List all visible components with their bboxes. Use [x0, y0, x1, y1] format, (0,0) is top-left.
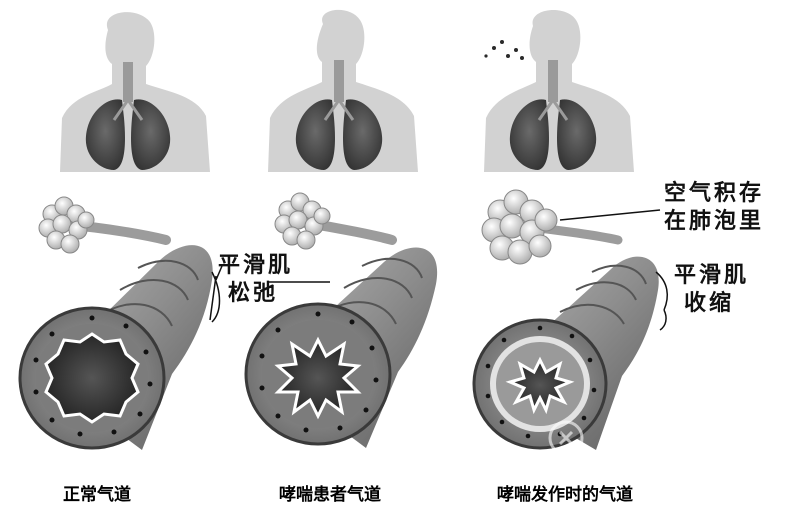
torso-asthma-patient: [268, 9, 418, 173]
breath-dots: [484, 40, 524, 60]
label-relaxed-line2: 松弛: [228, 281, 279, 306]
torso-normal: [60, 12, 210, 172]
label-smooth-muscle-contract: 平滑肌 收缩: [674, 262, 749, 318]
alveoli-cluster: [38, 196, 95, 254]
label-smooth-muscle-relaxed: 平滑肌 松弛: [218, 252, 293, 308]
label-trapped-line2: 在肺泡里: [664, 209, 765, 234]
watermark-logo: [548, 420, 584, 456]
label-air-trapped: 空气积存 在肺泡里: [664, 180, 764, 236]
pointer-lines: [209, 209, 669, 331]
caption-normal-airway: 正常气道: [63, 485, 131, 505]
caption-asthma-patient-airway: 哮喘患者气道: [279, 485, 381, 505]
airway-normal: [18, 196, 221, 450]
label-contract-line1: 平滑肌: [674, 263, 750, 288]
label-relaxed-line1: 平滑肌: [218, 253, 294, 278]
caption-asthma-attack-airway: 哮喘发作时的气道: [497, 485, 633, 505]
label-trapped-line1: 空气积存: [664, 181, 765, 206]
label-contract-line2: 收缩: [684, 291, 735, 316]
torso-asthma-attack: [484, 9, 634, 172]
airway-asthma-attack: [472, 189, 659, 450]
airway-asthma-patient: [244, 192, 438, 448]
alveoli-cluster: [274, 192, 331, 250]
alveoli-cluster-enlarged: [481, 189, 558, 265]
